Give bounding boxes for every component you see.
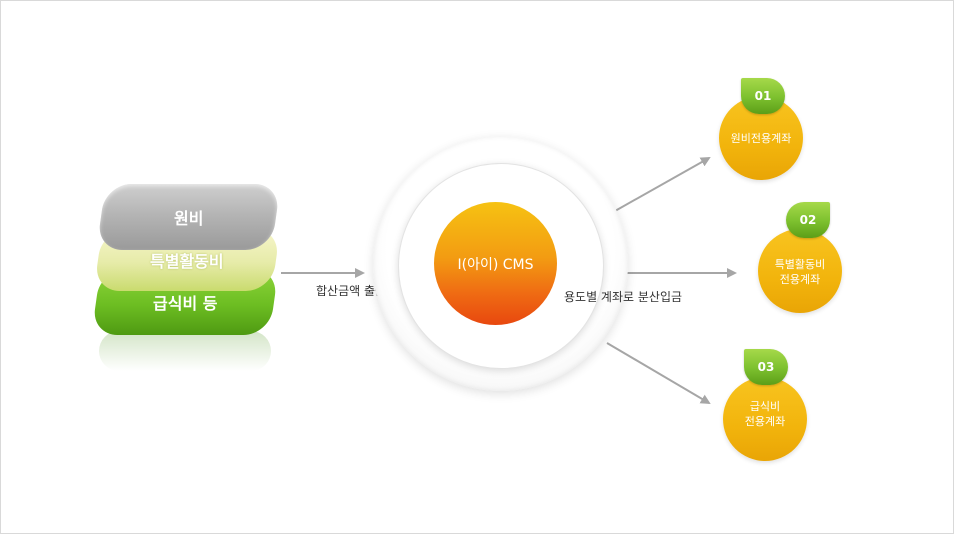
target-3-line-1: 급식비: [749, 400, 781, 413]
stack-layer-tuition: 원비: [96, 184, 281, 250]
target-2-line-1: 특별활동비: [774, 258, 826, 271]
stack-layer-tuition-label: 원비: [173, 209, 204, 228]
arrow-to-target-3: [606, 342, 711, 405]
target-2-line-2: 전용계좌: [779, 273, 821, 286]
cms-core-circle: I(아이) CMS: [434, 202, 557, 325]
target-3-number-badge: 03: [744, 349, 788, 385]
target-account-tuition: 원비전용계좌: [719, 96, 803, 180]
target-3-text: 급식비 전용계좌: [723, 399, 807, 429]
target-1-number: 01: [754, 89, 772, 103]
target-2-number: 02: [799, 213, 817, 227]
stack-layer-activity-label: 특별활동비: [150, 252, 224, 271]
target-1-line-1: 원비전용계좌: [730, 132, 792, 145]
arrow-to-target-1: [614, 157, 711, 212]
distribute-label: 용도별 계좌로 분산입금: [564, 290, 683, 304]
target-1-text: 원비전용계좌: [719, 131, 803, 146]
target-account-activity: 특별활동비 전용계좌: [758, 229, 842, 313]
cms-title: I(아이) CMS: [457, 256, 534, 273]
withdraw-label: 합산금액 출금: [316, 284, 387, 298]
stack-layer-meal-label: 급식비 등: [152, 294, 218, 313]
target-account-meal: 급식비 전용계좌: [723, 377, 807, 461]
stack-reflection: [99, 331, 271, 371]
target-2-text: 특별활동비 전용계좌: [758, 257, 842, 287]
target-1-number-badge: 01: [741, 78, 785, 114]
target-3-line-2: 전용계좌: [744, 415, 786, 428]
target-2-number-badge: 02: [786, 202, 830, 238]
target-3-number: 03: [757, 360, 775, 374]
